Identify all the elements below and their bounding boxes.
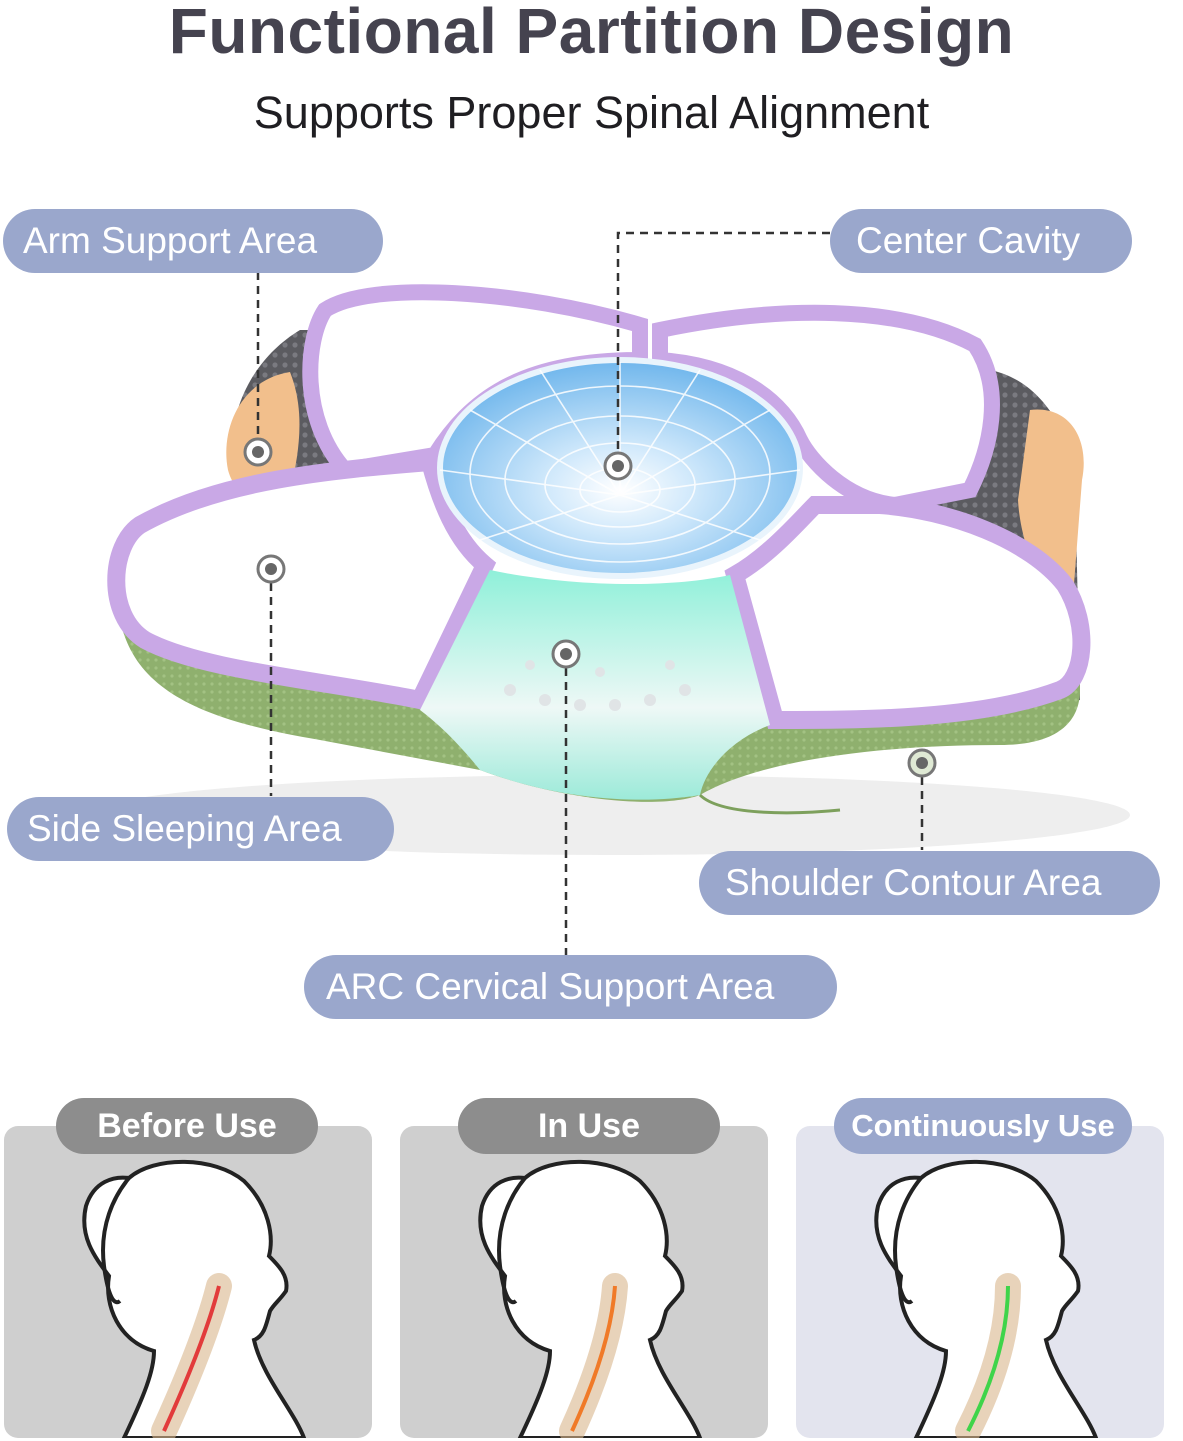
pillow-top (107, 284, 1091, 800)
arm-support-label: Arm Support Area (3, 209, 383, 273)
marker-side (256, 554, 286, 584)
stage-panel-before (4, 1126, 372, 1438)
profile-silhouette (478, 1159, 703, 1438)
page-subtitle: Supports Proper Spinal Alignment (253, 87, 930, 138)
leader-lines (256, 231, 924, 955)
pillow-illustration (90, 231, 1130, 955)
shoulder-contour-label: Shoulder Contour Area (699, 851, 1160, 915)
spine-in-use (559, 1273, 628, 1438)
left-arm-cushion (226, 372, 300, 497)
spine-line-before (162, 1285, 221, 1432)
arc-cervical-zone (420, 570, 770, 800)
spine-before (151, 1273, 232, 1438)
stage-pill-in-use: In Use (458, 1098, 720, 1154)
upper-right-lobe (652, 304, 1000, 514)
side-sleeping-lobe (107, 452, 497, 711)
leader-center (616, 231, 830, 466)
stage-panel-in-use (400, 1126, 768, 1438)
side-sleeping-label: Side Sleeping Area (7, 797, 394, 861)
profile-silhouette (874, 1159, 1099, 1438)
marker-dots (243, 437, 937, 778)
spine-continuous (955, 1273, 1021, 1438)
stage-pill-before: Before Use (56, 1098, 318, 1154)
shoulder-lobe (724, 496, 1091, 730)
stage-pill-continuous: Continuously Use (834, 1098, 1132, 1154)
stage-panel-continuous (796, 1126, 1164, 1438)
marker-arm (243, 437, 273, 467)
marker-center (603, 451, 633, 481)
page-title: Functional Partition Design (168, 0, 1015, 67)
spine-line-continuous (966, 1285, 1010, 1432)
profile-silhouette (82, 1159, 307, 1438)
marker-arc (551, 639, 581, 669)
spine-line-in-use (570, 1285, 617, 1432)
marker-shoulder (907, 748, 937, 778)
arc-cervical-label: ARC Cervical Support Area (304, 955, 837, 1019)
center-cavity-label: Center Cavity (830, 209, 1132, 273)
